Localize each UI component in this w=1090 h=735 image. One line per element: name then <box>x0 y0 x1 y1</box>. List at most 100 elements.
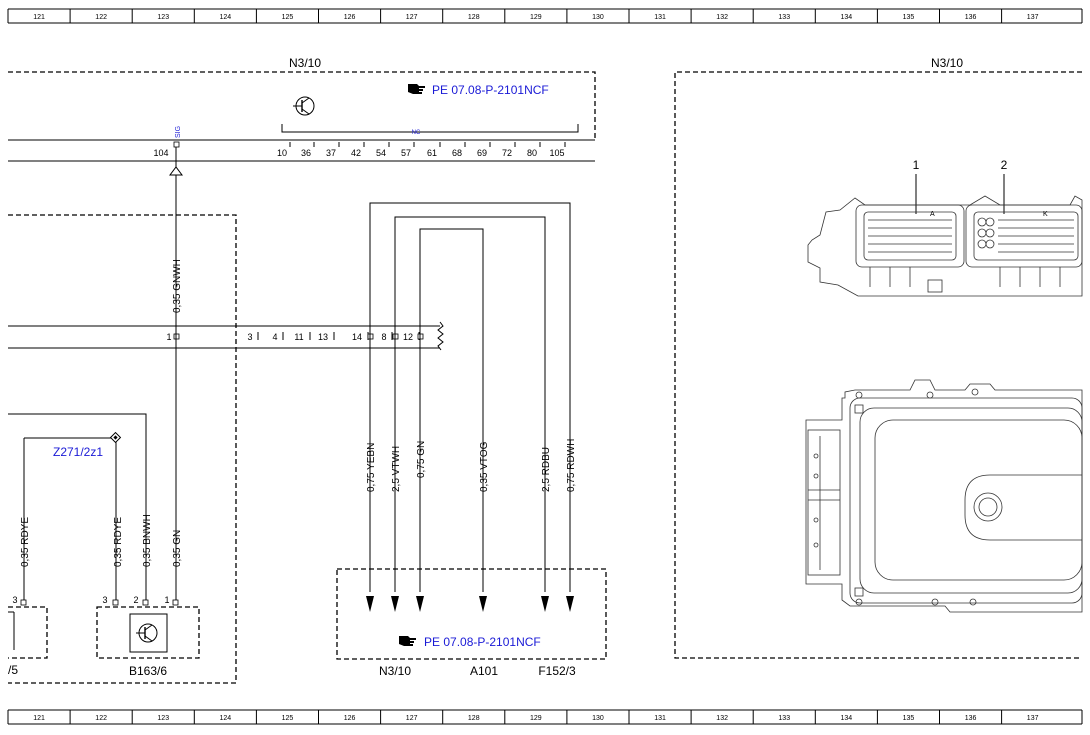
grid-cell-134: 134 <box>841 14 853 21</box>
wire-arrow <box>391 596 399 612</box>
ecu-pin-69: 69 <box>477 148 487 158</box>
conn-pin-11: 11 <box>294 332 303 342</box>
wire-label-rdbu: 2,5 RDBU <box>541 447 552 492</box>
grid-cell-127: 127 <box>406 715 418 722</box>
wire-label-gn-035: 0,35 GN <box>172 530 183 567</box>
wire-label-yebn: 0,75 YEBN <box>366 443 377 492</box>
grid-cell-126: 126 <box>344 715 356 722</box>
grid-cell-137: 137 <box>1027 14 1039 21</box>
grid-cell-125: 125 <box>282 715 294 722</box>
ecu-label-right: N3/10 <box>931 56 963 70</box>
conn-k: K <box>1043 211 1048 218</box>
grid-cell-128: 128 <box>468 715 480 722</box>
ecu-box-left: N3/10 PE 07.08-P-2101NCF NC SIG 104 10 36… <box>8 56 596 162</box>
grid-cell-129: 129 <box>530 14 542 21</box>
pointing-hand-icon <box>408 84 425 94</box>
grid-cell-126: 126 <box>344 14 356 21</box>
conn-pin-13: 13 <box>318 332 328 342</box>
grid-cell-131: 131 <box>654 14 666 21</box>
ecu-pin-54: 54 <box>376 148 386 158</box>
grid-cell-121: 121 <box>33 14 45 21</box>
ecu-box-right: N3/10 <box>674 56 1082 659</box>
wire-arrow <box>566 596 574 612</box>
pointing-hand-icon <box>399 636 416 646</box>
grid-cell-137: 137 <box>1027 715 1039 722</box>
ecu-pin-36: 36 <box>301 148 311 158</box>
grid-cell-121: 121 <box>33 715 45 722</box>
ecu-pin-80: 80 <box>527 148 537 158</box>
conn-pin-4: 4 <box>272 332 277 342</box>
left-pin-3: 3 <box>12 595 17 605</box>
grid-cell-125: 125 <box>282 14 294 21</box>
ecu-pin-61: 61 <box>427 148 437 158</box>
left-comp-label: /5 <box>8 663 18 677</box>
grid-cell-124: 124 <box>220 715 232 722</box>
grid-cell-135: 135 <box>903 715 915 722</box>
grid-cell-127: 127 <box>406 14 418 21</box>
ref-link-bottom-text: PE 07.08-P-2101NCF <box>424 635 541 649</box>
grid-cell-133: 133 <box>778 715 790 722</box>
grid-cell-136: 136 <box>965 715 977 722</box>
wire-label-vtwh: 2,5 VTWH <box>391 446 402 492</box>
grid-cell-136: 136 <box>965 14 977 21</box>
svg-text:2: 2 <box>133 595 138 605</box>
grid-cell-128: 128 <box>468 14 480 21</box>
conn-pin-1: 1 <box>166 332 171 342</box>
ecu-pin-10: 10 <box>277 148 287 158</box>
wire-arrow <box>366 596 374 612</box>
ecu-label-left: N3/10 <box>289 56 321 70</box>
ecu-pin-105: 105 <box>549 148 564 158</box>
dest-label-n310: N3/10 <box>379 664 411 678</box>
grid-cell-123: 123 <box>157 14 169 21</box>
grid-cell-124: 124 <box>220 14 232 21</box>
connector-boundary <box>8 214 237 684</box>
wire-label-gnwh: 0,35 GNWH <box>172 259 183 313</box>
wire-label-rdye: 0,35 RDYE <box>113 517 124 567</box>
grid-cell-133: 133 <box>778 14 790 21</box>
wire-arrow <box>416 596 424 612</box>
conn-pin-3: 3 <box>247 332 252 342</box>
sensor-label: B163/6 <box>129 664 167 678</box>
transistor-icon <box>293 96 315 116</box>
wire-label-gn-075: 0,75 GN <box>416 441 427 478</box>
destination-box: PE 07.08-P-2101NCF N3/10 A101 F152/3 <box>336 568 607 678</box>
ecu-illustration-bottom <box>805 379 1083 613</box>
ref-link-top-text: PE 07.08-P-2101NCF <box>432 83 549 97</box>
shield-label: Z271/2z1 <box>53 445 103 459</box>
grid-cell-130: 130 <box>592 715 604 722</box>
wire-group-right: 0,75 YEBN 2,5 VTWH 0,75 GN 0,35 VTOG 2,5… <box>366 202 577 612</box>
callout-2: 2 <box>1001 158 1008 172</box>
grid-cell-135: 135 <box>903 14 915 21</box>
ecu-pin-42: 42 <box>351 148 361 158</box>
svg-text:1: 1 <box>164 595 169 605</box>
sensor-b163-6: 3 2 1 B163/6 <box>96 595 200 678</box>
grid-cell-122: 122 <box>95 14 107 21</box>
wire-arrow <box>541 596 549 612</box>
ecu-pin-37: 37 <box>326 148 336 158</box>
conn-pin-12: 12 <box>403 332 413 342</box>
grid-cell-132: 132 <box>716 715 728 722</box>
ref-link-bottom[interactable]: PE 07.08-P-2101NCF <box>399 635 541 649</box>
ecu-illustration-top: 1 2 A K <box>807 158 1083 297</box>
grid-cell-134: 134 <box>841 715 853 722</box>
pin-104: 104 <box>153 148 168 158</box>
sig-label: SIG <box>175 126 182 138</box>
shield-z271: Z271/2z1 0,35 RDYE 0,35 RDYE 0,35 BNWH <box>8 413 153 605</box>
grid-cell-129: 129 <box>530 715 542 722</box>
wire-label-vtog: 0,35 VTOG <box>479 441 490 492</box>
ref-link-top[interactable]: PE 07.08-P-2101NCF <box>408 83 549 97</box>
dest-label-f152: F152/3 <box>538 664 576 678</box>
grid-cell-122: 122 <box>95 715 107 722</box>
conn-a: A <box>930 211 935 218</box>
grid-cell-123: 123 <box>157 715 169 722</box>
wire-label-bnwh: 0,35 BNWH <box>142 514 153 567</box>
conn-pin-8: 8 <box>381 332 386 342</box>
transistor-icon <box>136 623 158 643</box>
nc-label: NC <box>412 130 421 136</box>
ecu-pin-72: 72 <box>502 148 512 158</box>
svg-text:3: 3 <box>102 595 107 605</box>
grid-cell-131: 131 <box>654 715 666 722</box>
